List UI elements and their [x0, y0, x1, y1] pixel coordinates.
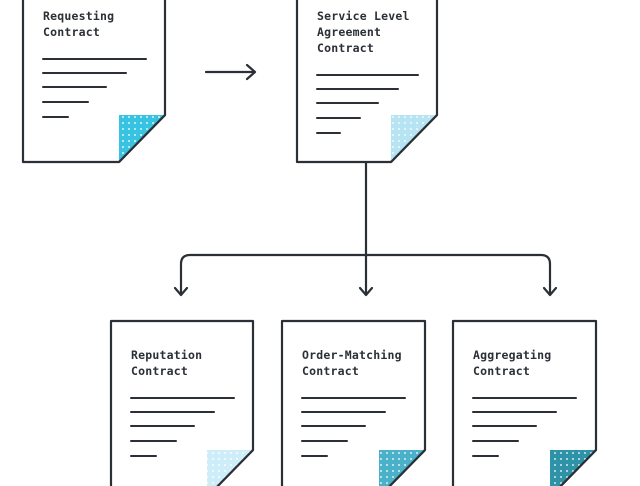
reputation-contract-title: Reputation Contract	[131, 348, 203, 378]
document-requesting-contract	[21, 0, 167, 164]
aggregating-contract-title: Aggregating Contract	[473, 348, 552, 378]
document-sla-contract	[295, 0, 439, 164]
document-reputation-contract	[109, 319, 255, 486]
arrowhead-order-matching	[358, 286, 374, 297]
requesting-contract-title: Requesting Contract	[43, 9, 115, 39]
arrowhead-reputation	[173, 286, 189, 297]
arrow-requesting-to-sla	[204, 63, 257, 81]
branch-connector	[173, 160, 558, 297]
document-order-matching-contract	[280, 319, 427, 486]
document-aggregating-contract	[451, 319, 598, 486]
order-matching-contract-title: Order-Matching Contract	[302, 348, 402, 378]
arrowhead-aggregating	[542, 286, 558, 297]
branch-bar	[179, 253, 552, 296]
sla-contract-title: Service Level Agreement Contract	[317, 9, 410, 55]
